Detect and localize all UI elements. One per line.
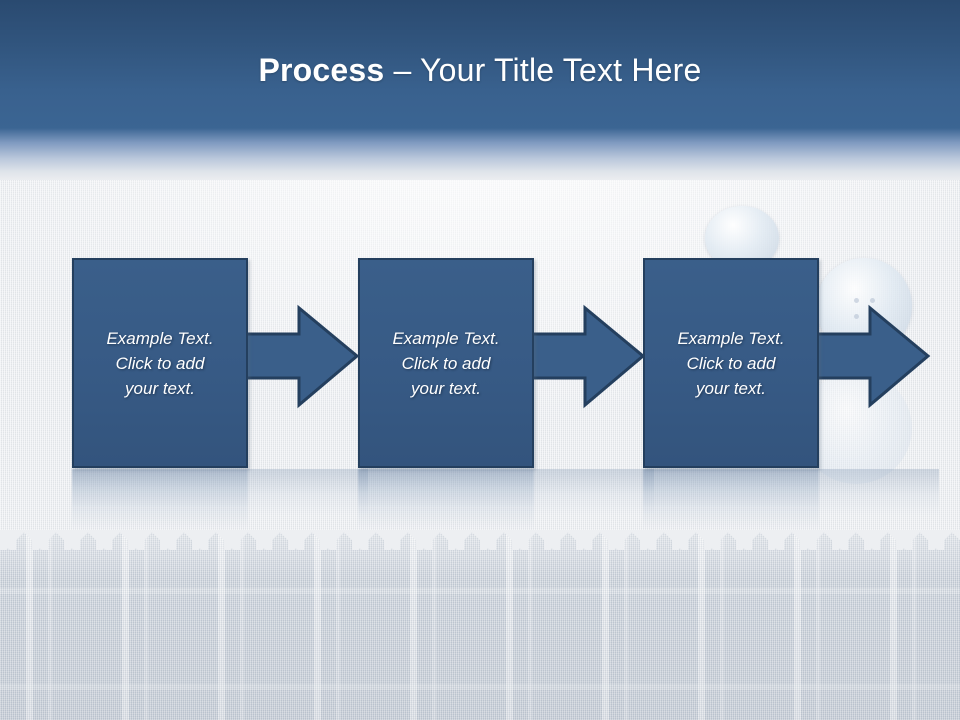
- arrow-right-icon: [814, 304, 931, 409]
- arrow-right-icon: [243, 304, 360, 409]
- fabric-weave-texture: [0, 530, 960, 720]
- title-rest-part: – Your Title Text Here: [384, 52, 702, 88]
- header-fade: [0, 128, 960, 180]
- reflection-arrow-1: [248, 469, 368, 515]
- process-step-3[interactable]: Example Text. Click to add your text.: [643, 258, 819, 468]
- process-step-1-text: Example Text. Click to add your text.: [106, 328, 214, 398]
- slide-title: Process – Your Title Text Here: [0, 50, 960, 90]
- fabric-band: [0, 530, 960, 720]
- process-arrow-3[interactable]: [814, 300, 934, 420]
- arrow-right-icon: [529, 304, 646, 409]
- process-arrow-1[interactable]: [243, 300, 363, 420]
- process-step-3-text: Example Text. Click to add your text.: [677, 328, 785, 398]
- process-arrow-2[interactable]: [529, 300, 649, 420]
- reflection-arrow-3: [819, 469, 939, 515]
- title-bold-part: Process: [258, 52, 385, 88]
- reflection-step-1: [72, 469, 248, 531]
- fabric-shading: [0, 530, 960, 720]
- process-step-2[interactable]: Example Text. Click to add your text.: [358, 258, 534, 468]
- process-step-2-text: Example Text. Click to add your text.: [392, 328, 500, 398]
- reflection-step-3: [643, 469, 819, 531]
- plaid-stripes: [0, 530, 960, 720]
- header-band: [0, 0, 960, 129]
- process-step-1[interactable]: Example Text. Click to add your text.: [72, 258, 248, 468]
- reflection-step-2: [358, 469, 534, 531]
- pinked-edge: [0, 530, 960, 550]
- reflection-arrow-2: [534, 469, 654, 515]
